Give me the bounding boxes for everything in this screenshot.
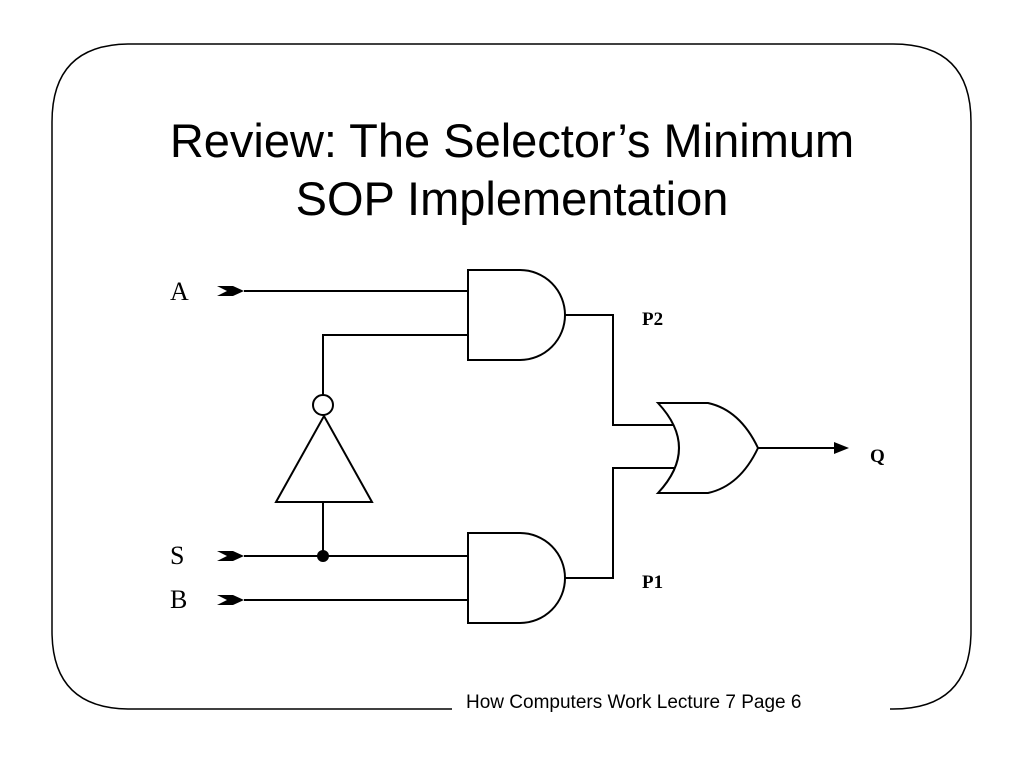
label-b: B: [170, 585, 187, 614]
input-s-connector-icon: [217, 551, 244, 561]
input-b-connector-icon: [217, 595, 244, 605]
label-p1: P1: [642, 572, 663, 593]
input-s: [217, 503, 468, 562]
and-gate-top: [467, 269, 566, 361]
slide-footer: How Computers Work Lecture 7 Page 6: [462, 690, 806, 716]
label-s: S: [170, 541, 184, 570]
label-a: A: [170, 277, 189, 306]
not-gate: [274, 334, 468, 503]
label-p2: P2: [642, 309, 663, 330]
not-gate-bubble: [312, 394, 334, 416]
wire-p1: [565, 467, 674, 579]
slide-title: Review: The Selector’s Minimum SOP Imple…: [0, 112, 1024, 228]
input-a-connector-icon: [217, 286, 244, 296]
or-gate: [655, 402, 760, 494]
input-a: [217, 286, 468, 296]
not-gate-triangle: [274, 413, 374, 503]
output-arrow-icon: [834, 442, 849, 454]
slide-title-line-2: SOP Implementation: [295, 172, 729, 225]
and-gate-bottom: [467, 532, 566, 624]
label-q: Q: [870, 446, 885, 467]
slide-title-line-1: Review: The Selector’s Minimum: [169, 114, 855, 167]
input-b: [217, 595, 468, 605]
wire-p2: [565, 314, 674, 426]
wire-not-s-to-and-top: [322, 334, 468, 395]
